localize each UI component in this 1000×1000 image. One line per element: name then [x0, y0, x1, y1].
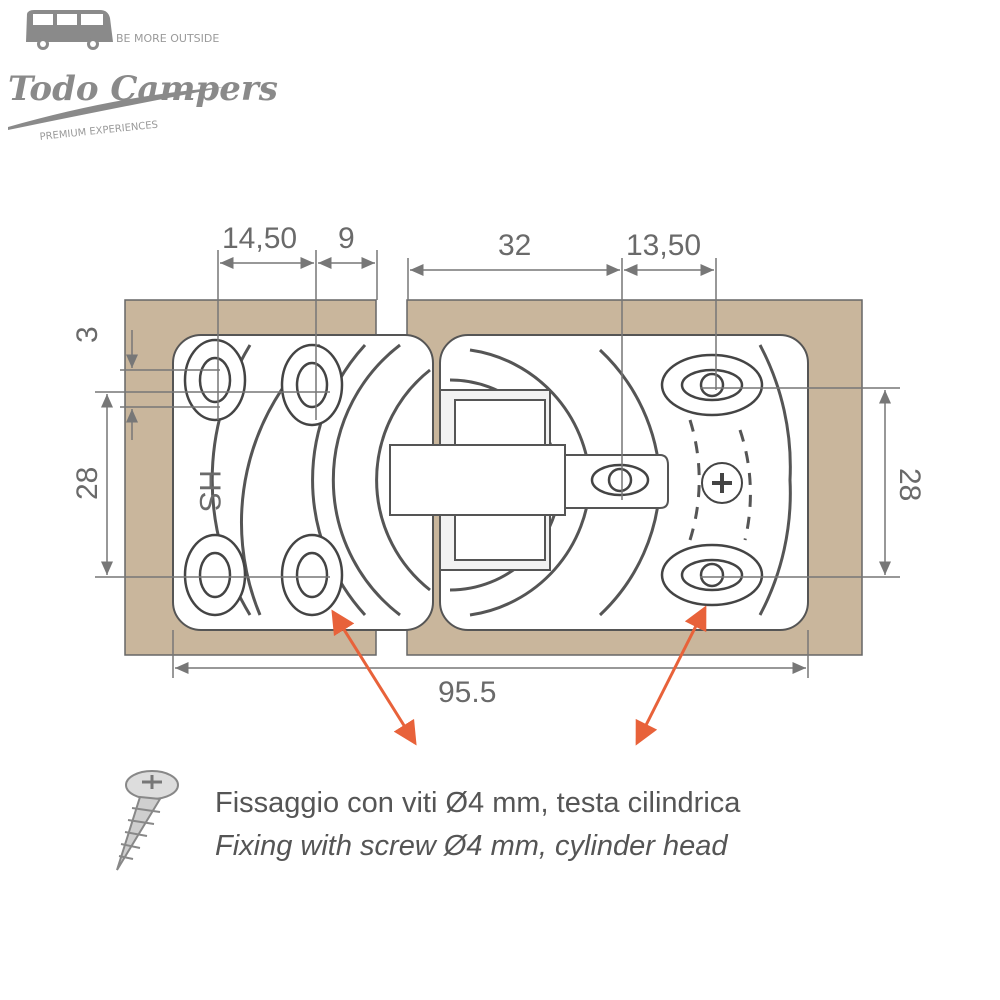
arrow-right	[635, 605, 707, 746]
dim-32: 32	[498, 229, 531, 262]
screw-slots	[183, 338, 764, 617]
dimension-lines	[95, 250, 900, 678]
screw-icon	[116, 770, 179, 871]
dim-9: 9	[338, 222, 355, 255]
dim-28-left: 28	[71, 467, 104, 500]
dim-3: 3	[71, 326, 104, 343]
caption-english: Fixing with screw Ø4 mm, cylinder head	[215, 830, 728, 862]
dim-28-right: 28	[893, 468, 926, 501]
dim-14-50: 14,50	[222, 222, 297, 255]
logo-tagline-bottom: PREMIUM EXPERIENCES	[39, 120, 158, 143]
callout-arrows	[331, 605, 707, 746]
plate-marking: HS	[193, 470, 226, 512]
cross-screw-icon	[701, 462, 743, 504]
hinge-mechanism	[389, 389, 669, 571]
arrow-left	[331, 609, 417, 746]
van-icon	[26, 10, 113, 50]
caption-italian: Fissaggio con viti Ø4 mm, testa cilindri…	[215, 787, 741, 819]
logo-brand: Todo Campers	[8, 69, 278, 109]
dim-95-5: 95.5	[438, 676, 496, 709]
logo-tagline-top: BE MORE OUTSIDE	[116, 32, 219, 45]
dim-13-50: 13,50	[626, 229, 701, 262]
logo: BE MORE OUTSIDE Todo Campers PREMIUM EXP…	[8, 10, 278, 143]
